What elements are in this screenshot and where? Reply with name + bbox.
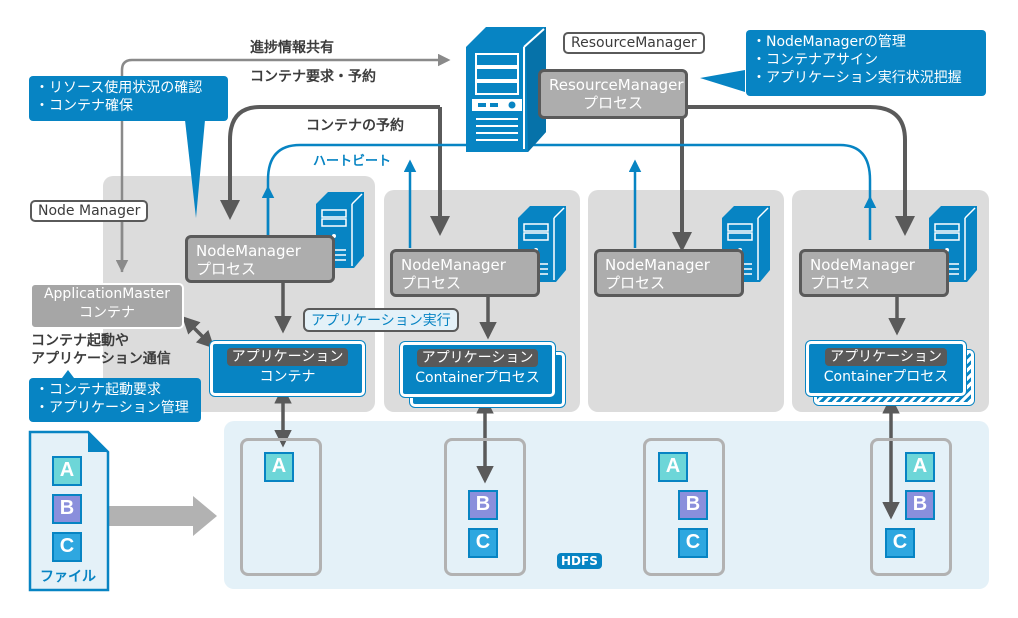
node-manager-process-1: NodeManager プロセス xyxy=(185,235,335,283)
datanode-3 xyxy=(643,438,725,576)
dn3-block-b: B xyxy=(678,490,708,520)
rm-callout-item-3: ・アプリケーション実行状況把握 xyxy=(752,70,962,86)
rm-callout-item-1: ・NodeManagerの管理 xyxy=(752,34,906,50)
application-container-4: アプリケーション Containerプロセス xyxy=(806,341,966,396)
datanode-1 xyxy=(240,438,322,576)
nm3-line1: NodeManager xyxy=(605,256,710,274)
rm-process-line1: ResourceManager xyxy=(549,76,684,94)
datanode-2 xyxy=(444,438,526,576)
dn4-block-c: C xyxy=(885,528,915,558)
resource-manager-callout: ・NodeManagerの管理 ・コンテナアサイン ・アプリケーション実行状況把… xyxy=(746,30,986,96)
nm4-line1: NodeManager xyxy=(810,256,915,274)
nm4-line2: プロセス xyxy=(810,274,871,292)
dn3-block-c: C xyxy=(678,528,708,558)
dn1-block-a: A xyxy=(264,452,294,482)
nm-callout-item-1: ・リソース使用状況の確認 xyxy=(35,80,203,96)
resource-manager-process: ResourceManager プロセス xyxy=(538,69,688,119)
nm2-line1: NodeManager xyxy=(401,256,506,274)
application-master-container: ApplicationMaster コンテナ xyxy=(30,283,184,329)
container-2-sub: Containerプロセス xyxy=(415,370,540,386)
container-1-sub: コンテナ xyxy=(259,369,316,385)
application-master-callout: ・コンテナ起動要求 ・アプリケーション管理 xyxy=(29,378,201,422)
app-tag-4: アプリケーション xyxy=(825,348,947,366)
node-manager-process-3: NodeManager プロセス xyxy=(594,249,744,297)
progress-share-label: 進捗情報共有 xyxy=(250,40,334,56)
node-manager-label: Node Manager xyxy=(30,200,149,222)
node-manager-process-4: NodeManager プロセス xyxy=(799,249,949,297)
am-callout-item-2: ・アプリケーション管理 xyxy=(35,400,189,416)
file-block-a: A xyxy=(52,456,82,486)
node-manager-callout: ・リソース使用状況の確認 ・コンテナ確保 xyxy=(29,76,228,121)
file-label: ファイル xyxy=(40,569,96,585)
am-callout-pointer xyxy=(62,370,74,378)
dn4-block-a: A xyxy=(905,452,935,482)
file-block-c: C xyxy=(52,532,82,562)
file-to-hdfs-arrow xyxy=(108,496,217,536)
hdfs-panel xyxy=(224,421,989,589)
nm-callout-pointer xyxy=(185,120,205,218)
app-execution-label: アプリケーション実行 xyxy=(303,308,459,332)
am-note-line1: コンテナ起動や xyxy=(31,333,129,349)
nm-callout-item-2: ・コンテナ確保 xyxy=(35,98,133,114)
app-tag-2: アプリケーション xyxy=(416,349,539,367)
application-container-2: アプリケーション Containerプロセス xyxy=(400,342,555,397)
progress-share-arrow xyxy=(120,53,451,272)
rm-process-line2: プロセス xyxy=(582,94,643,112)
resource-manager-label: ResourceManager xyxy=(563,32,705,54)
dn4-block-b: B xyxy=(905,490,935,520)
heartbeat-label: ハートビート xyxy=(313,154,392,169)
resource-manager-server-icon xyxy=(466,27,546,152)
container-request-label: コンテナ要求・予約 xyxy=(250,69,376,85)
dn2-block-c: C xyxy=(468,528,498,558)
nm1-line1: NodeManager xyxy=(196,242,301,260)
container-4-sub: Containerプロセス xyxy=(823,369,949,385)
datanode-4 xyxy=(870,438,952,576)
rm-to-nm4-arrow xyxy=(682,105,915,236)
dn3-block-a: A xyxy=(658,452,688,482)
file-block-b: B xyxy=(52,494,82,524)
am-line2: コンテナ xyxy=(79,305,135,321)
am-callout-item-1: ・コンテナ起動要求 xyxy=(35,382,161,398)
am-container-arrow xyxy=(182,316,215,349)
nm3-line2: プロセス xyxy=(605,274,666,292)
rm-callout-pointer xyxy=(700,70,745,92)
rm-callout-item-2: ・コンテナアサイン xyxy=(752,52,878,68)
nm2-line2: プロセス xyxy=(401,274,462,292)
am-note-line2: アプリケーション通信 xyxy=(31,351,171,367)
dn2-block-b: B xyxy=(468,490,498,520)
container-reserve-label: コンテナの予約 xyxy=(306,118,404,134)
app-tag-1: アプリケーション xyxy=(226,348,349,366)
am-line1: ApplicationMaster xyxy=(43,286,171,302)
node-manager-process-2: NodeManager プロセス xyxy=(390,249,540,297)
container-reserve-arrow xyxy=(220,105,440,220)
application-container-1: アプリケーション コンテナ xyxy=(210,341,365,396)
heartbeat-line xyxy=(266,143,872,240)
hdfs-badge: HDFS xyxy=(557,553,602,569)
nm1-line2: プロセス xyxy=(196,260,257,278)
